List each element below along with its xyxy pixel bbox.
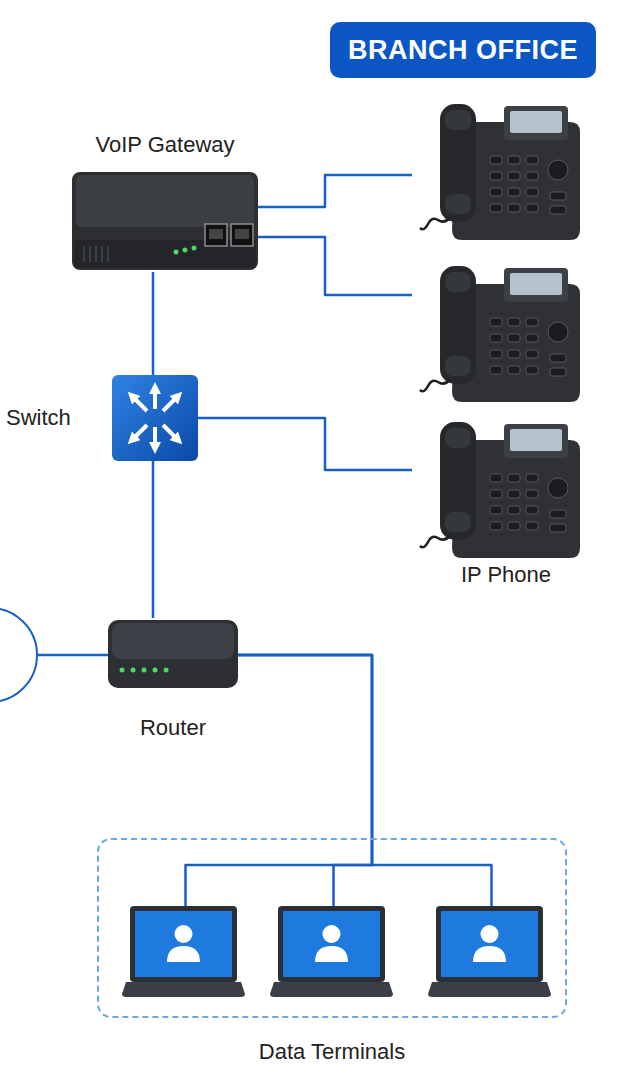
voip-gateway: VoIP Gateway: [72, 128, 258, 272]
ip-phone: [412, 262, 580, 402]
network-cloud: [0, 607, 38, 703]
cable-line: [38, 654, 108, 657]
cable-link: [186, 655, 373, 906]
cable-link: [153, 272, 154, 375]
device-label: Switch: [6, 403, 104, 433]
ip-phone-device: [420, 266, 580, 402]
cable-line: [238, 655, 372, 906]
network-switch: Switch: [112, 375, 198, 461]
office-badge: BRANCH OFFICE: [330, 22, 596, 78]
ip-phone-device: [420, 104, 580, 240]
laptop-device: [122, 906, 245, 997]
laptop: [124, 906, 247, 998]
laptop: [430, 906, 553, 998]
cable-link: [258, 237, 412, 295]
router: Router: [108, 618, 238, 690]
router-device: [108, 620, 238, 688]
cable-line: [152, 461, 155, 618]
badge-title: BRANCH OFFICE: [348, 35, 578, 66]
cable-link: [238, 655, 372, 906]
ip-phone-device: [420, 422, 580, 558]
gateway-device: [72, 172, 258, 270]
cable-line: [186, 655, 373, 906]
laptop: [272, 906, 395, 998]
cable-line: [258, 175, 412, 207]
ip-phone: IP Phone: [412, 418, 580, 558]
cable-link: [238, 655, 492, 906]
switch-device: [112, 375, 198, 461]
terminal-group: Data Terminals: [97, 838, 567, 1018]
cable-link: [198, 418, 412, 470]
laptop-device: [428, 906, 551, 997]
cable-link: [153, 461, 154, 618]
cable-line: [258, 237, 412, 295]
group-label: Data Terminals: [99, 1037, 565, 1067]
cable-line: [238, 655, 492, 906]
device-label: VoIP Gateway: [52, 130, 278, 160]
cable-link: [258, 175, 412, 207]
ip-phone: [412, 100, 580, 240]
cable-line: [152, 272, 155, 375]
device-label: IP Phone: [392, 560, 620, 590]
laptop-device: [270, 906, 393, 997]
cable-link: [38, 655, 108, 656]
cable-line: [198, 418, 412, 470]
device-label: Router: [88, 713, 258, 743]
